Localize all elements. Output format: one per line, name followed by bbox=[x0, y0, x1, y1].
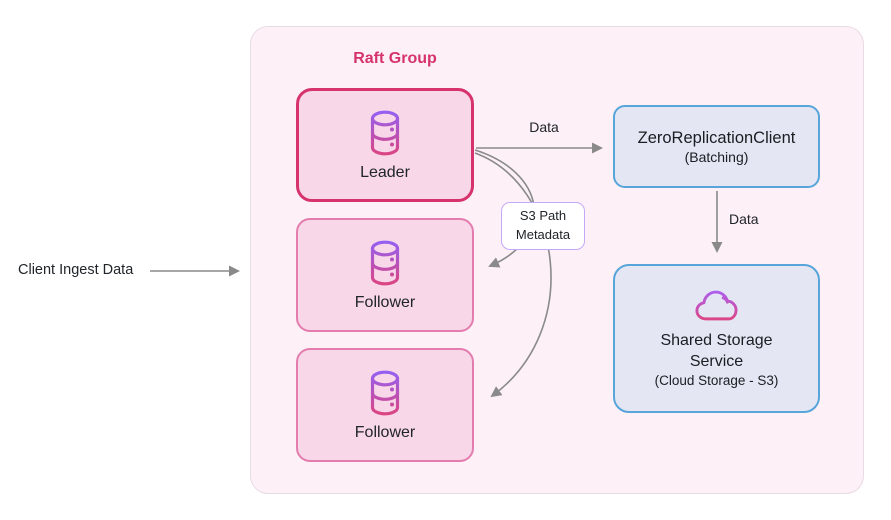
client-ingest-label: Client Ingest Data bbox=[18, 262, 134, 278]
node-leader: Leader bbox=[296, 88, 474, 202]
node-follower-2: Follower bbox=[296, 348, 474, 462]
s3-path-metadata-label: S3 Path Metadata bbox=[501, 202, 585, 250]
node-follower-2-label: Follower bbox=[354, 423, 416, 441]
database-icon bbox=[370, 370, 400, 415]
zero-replication-client-box: ZeroReplicationClient (Batching) bbox=[613, 105, 820, 188]
raft-group-title: Raft Group bbox=[353, 50, 437, 67]
node-leader-label: Leader bbox=[360, 163, 410, 181]
edge-label-data-zrc-to-storage: Data bbox=[729, 211, 759, 227]
node-follower-1-label: Follower bbox=[354, 293, 416, 311]
shared-storage-service-subtitle: (Cloud Storage - S3) bbox=[654, 373, 779, 389]
node-follower-1: Follower bbox=[296, 218, 474, 332]
zero-replication-client-title: ZeroReplicationClient bbox=[637, 128, 796, 147]
s3-path-metadata-line2: Metadata bbox=[515, 226, 571, 242]
edge-label-data-leader-to-zrc: Data bbox=[529, 119, 559, 135]
zero-replication-client-subtitle: (Batching) bbox=[684, 148, 749, 165]
shared-storage-service-box: Shared Storage Service (Cloud Storage - … bbox=[613, 264, 820, 413]
database-icon bbox=[370, 110, 400, 155]
s3-path-metadata-line1: S3 Path bbox=[519, 208, 567, 223]
shared-storage-service-title: Shared Storage Service bbox=[660, 331, 773, 370]
database-icon bbox=[370, 240, 400, 285]
cloud-icon bbox=[694, 290, 738, 321]
